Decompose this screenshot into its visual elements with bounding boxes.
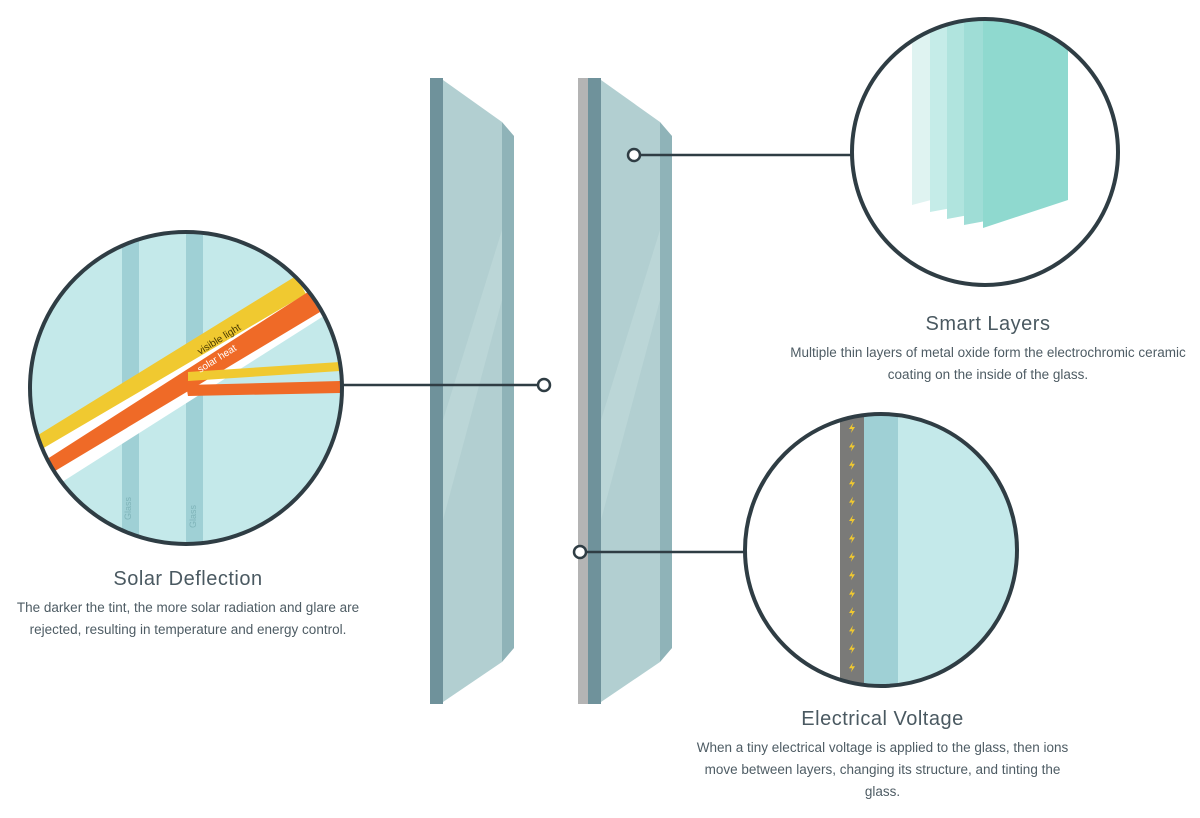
electrical-voltage-zoom [743, 412, 1019, 688]
lightning-bolt-icon [849, 533, 855, 544]
smart-layer-5 [983, 19, 1068, 228]
solar-heat-ray [30, 292, 320, 486]
electrical-voltage-text: When a tiny electrical voltage is applie… [696, 740, 1069, 799]
conductor-layer [840, 414, 864, 686]
glass-pane-inner-coated [578, 78, 672, 704]
lightning-bolt-icon [849, 441, 855, 452]
smart-layers-zoom [850, 17, 1120, 287]
glass-label-2: Glass [188, 504, 198, 528]
lightning-bolt-icon [849, 551, 855, 562]
lightning-bolt-icon [849, 643, 855, 654]
electrical-voltage-title: Electrical Voltage [801, 708, 964, 730]
smart-layers-title: Smart Layers [925, 313, 1051, 335]
visible-light-ray [30, 276, 306, 456]
connector-dot-solar [536, 377, 552, 393]
solar-deflection-title: Solar Deflection [113, 568, 263, 590]
solar-deflection-text: The darker the tint, the more solar radi… [16, 600, 360, 637]
smart-layers-caption: Smart Layers Multiple thin layers of met… [778, 313, 1198, 386]
electrical-voltage-caption: Electrical Voltage When a tiny electrica… [690, 708, 1075, 803]
solar-deflection-caption: Solar Deflection The darker the tint, th… [8, 568, 368, 641]
smart-layers-text: Multiple thin layers of metal oxide form… [790, 345, 1186, 382]
reflected-heat-ray [186, 381, 340, 396]
lightning-bolt-icon [849, 478, 855, 489]
glass-band [864, 414, 898, 686]
connector-dot-voltage [572, 544, 588, 560]
lightning-bolt-icon [849, 662, 855, 673]
glass-label-1: Glass [123, 496, 133, 520]
solar-deflection-zoom: visible light solar heat Glass Glass [28, 230, 344, 546]
connectors [342, 147, 852, 560]
lightning-bolt-icon [849, 570, 855, 581]
lightning-bolt-icon [849, 496, 855, 507]
connector-dot-smart [626, 147, 642, 163]
lightning-bolt-icon [849, 459, 855, 470]
reflected-visible-ray [188, 362, 340, 381]
lightning-bolt-icon [849, 423, 855, 433]
lightning-bolt-icon [849, 588, 855, 599]
lightning-bolt-icon [849, 607, 855, 617]
lightning-bolt-icon [849, 625, 855, 636]
coating-layer [578, 78, 588, 704]
glass-pane-outer [430, 78, 514, 704]
lightning-bolt-icon [849, 515, 855, 525]
